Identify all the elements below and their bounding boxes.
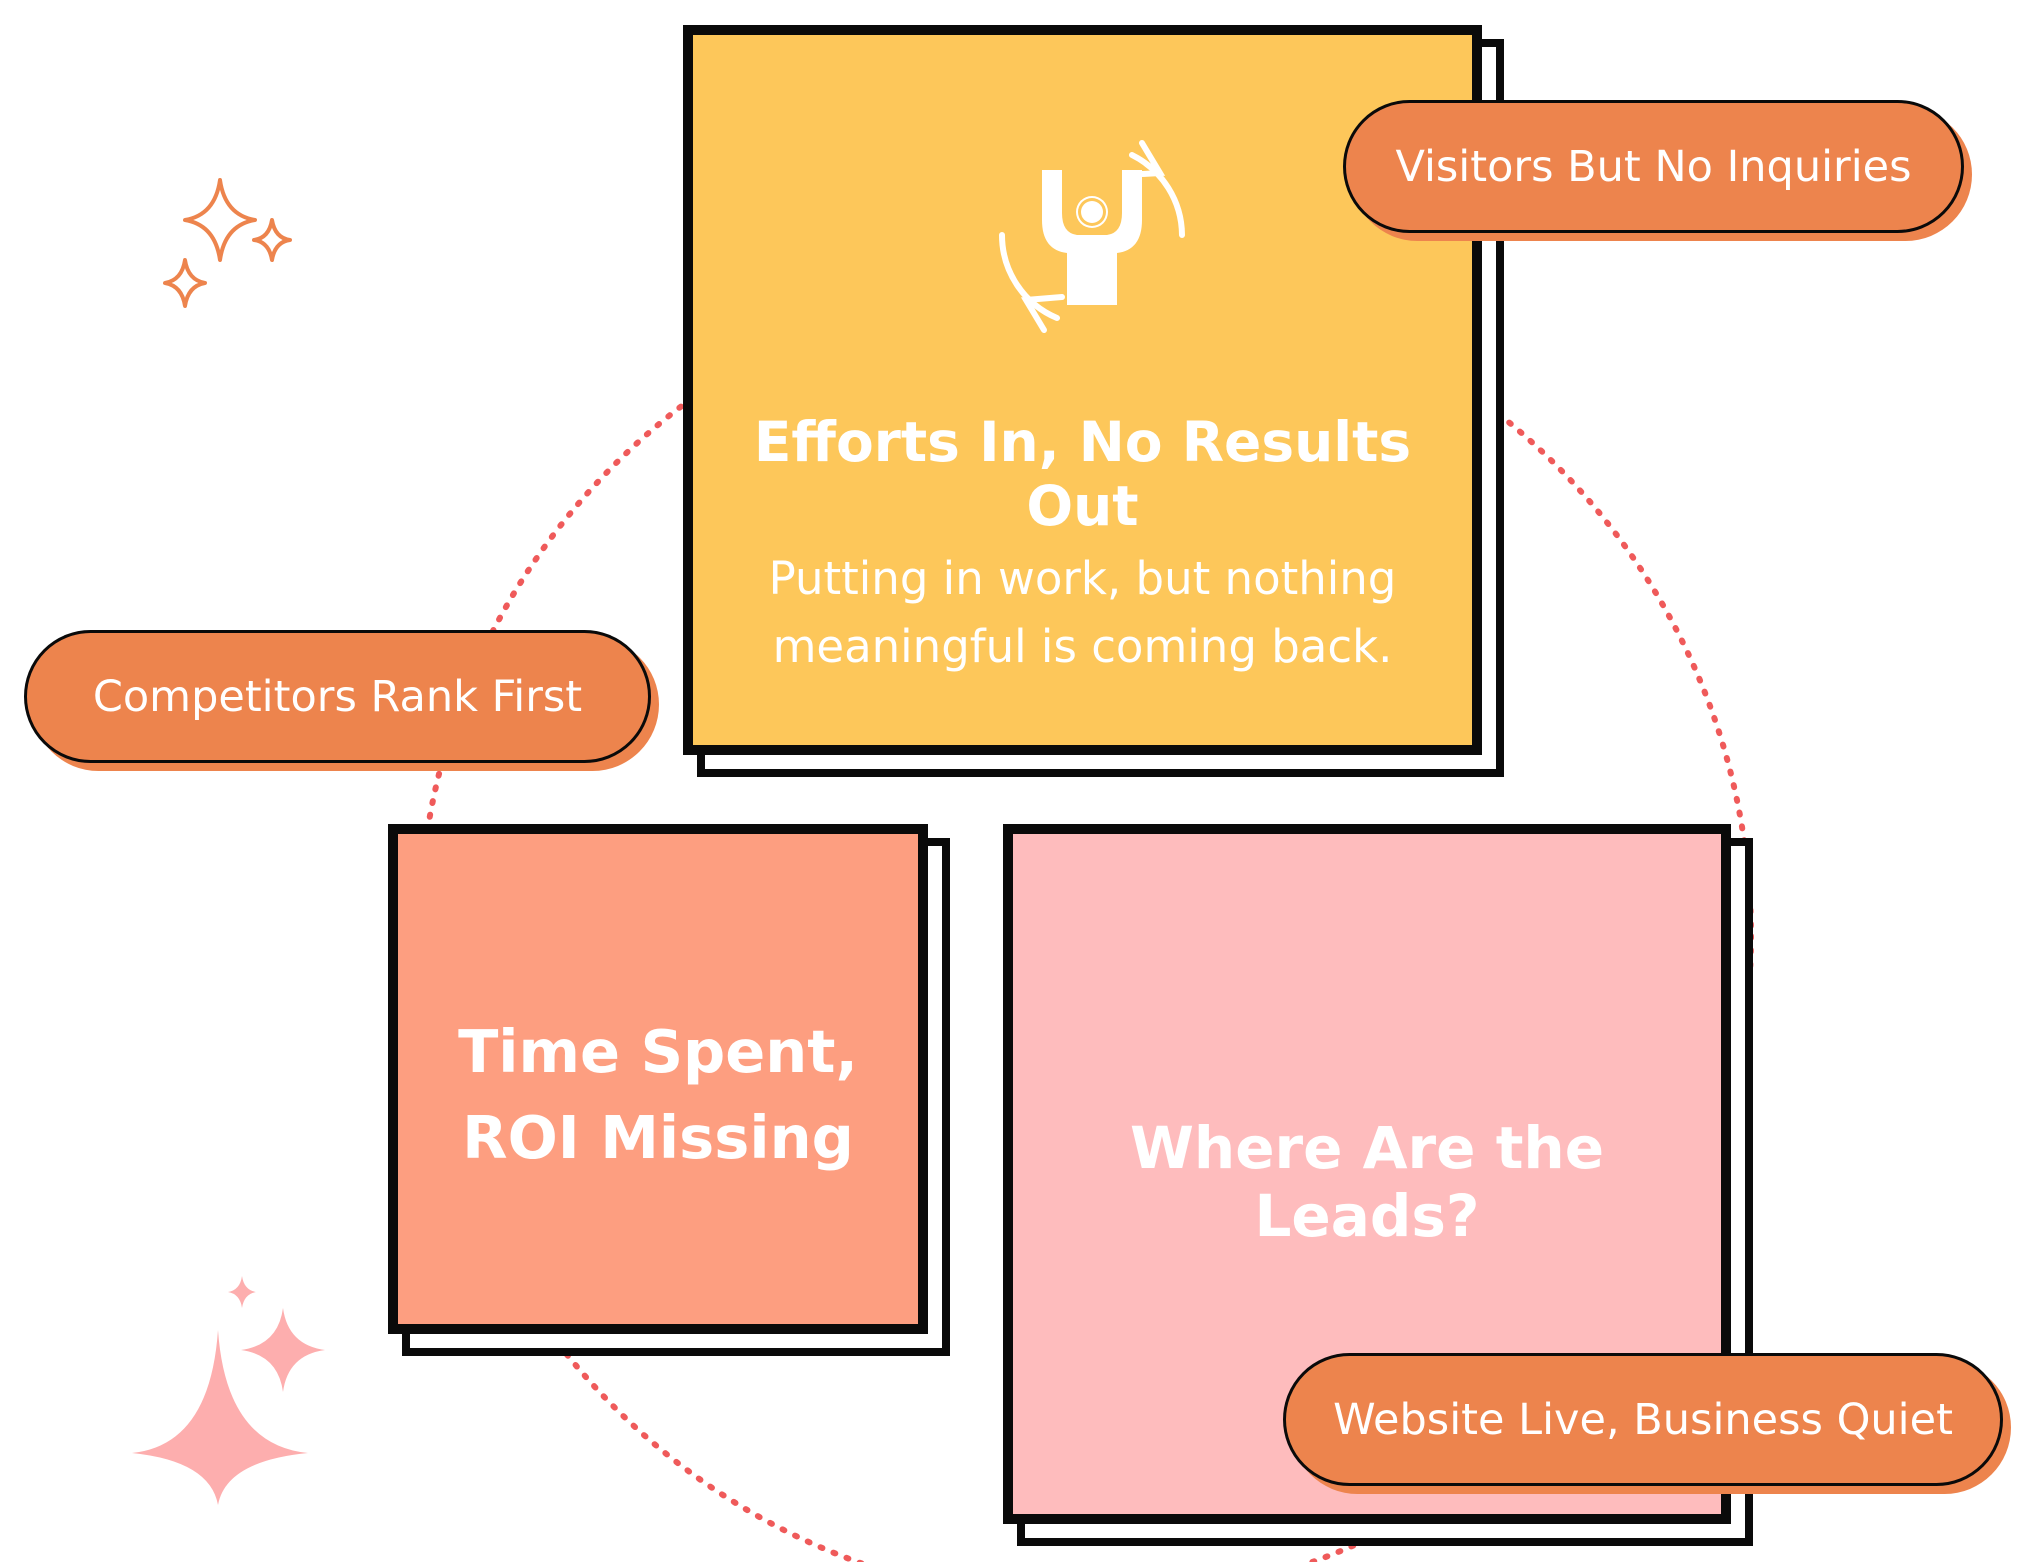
- visitors-pill: Visitors But No Inquiries: [1343, 100, 1964, 233]
- website-pill: Website Live, Business Quiet: [1283, 1353, 2003, 1486]
- efforts-card-title: Efforts In, No Results Out: [753, 410, 1412, 538]
- competitors-pill: Competitors Rank First: [24, 630, 651, 763]
- sparkle-outline-icon: [163, 178, 292, 308]
- time-card-title: Time Spent, ROI Missing: [398, 1009, 918, 1181]
- efforts-card: Efforts In, No Results Out Putting in wo…: [683, 25, 1482, 755]
- time-card: Time Spent, ROI Missing: [388, 824, 928, 1334]
- time-card-title-line2: ROI Missing: [462, 1103, 854, 1172]
- person-cycle-icon: [982, 125, 1202, 345]
- efforts-card-description: Putting in work, but nothing meaningful …: [768, 552, 1397, 673]
- sparkle-filled-icon: [132, 1276, 325, 1505]
- time-card-title-line1: Time Spent,: [458, 1017, 858, 1086]
- leads-card-title: Where Are the Leads?: [1129, 1114, 1605, 1250]
